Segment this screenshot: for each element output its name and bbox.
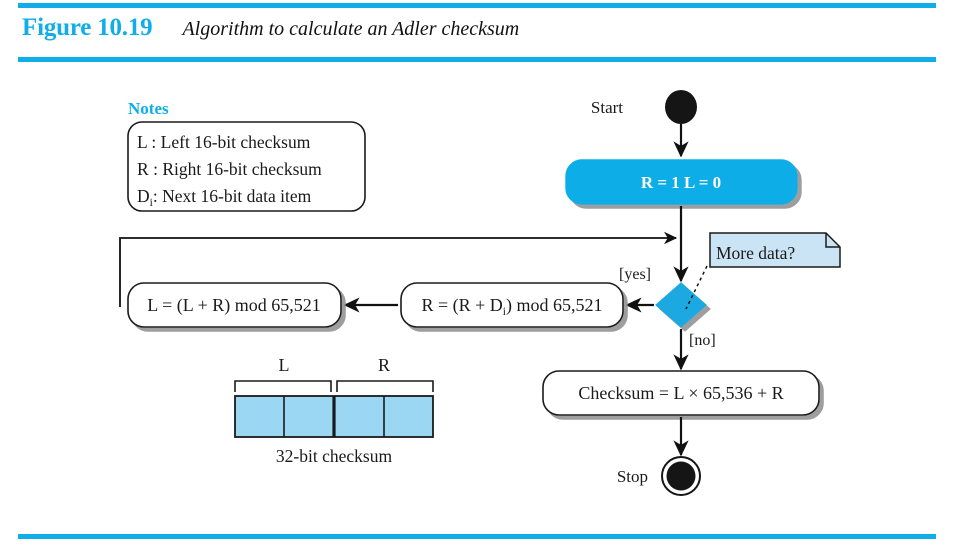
note-anchor-line — [685, 265, 708, 310]
edge-loop-back — [119, 231, 678, 307]
checksum-bar-caption: 32-bit checksum — [276, 446, 393, 466]
final-checksum-label: Checksum = L × 65,536 + R — [578, 383, 783, 403]
checksum-bracket-left — [234, 380, 332, 392]
update-l-node — [127, 282, 342, 328]
checksum-bar-right-label: R — [378, 355, 390, 375]
notes-line-3: Di: Next 16-bit data item — [137, 186, 312, 209]
guard-yes-label: [yes] — [619, 266, 651, 283]
stop-node — [661, 456, 701, 496]
decision-node — [655, 282, 707, 328]
notes-line-1: L : Left 16-bit checksum — [137, 132, 311, 152]
update-r-label: R = (R + Di) mod 65,521 — [421, 295, 602, 318]
init-node-label: R = 1 L = 0 — [641, 173, 721, 192]
notes-line-2: R : Right 16-bit checksum — [137, 159, 322, 179]
final-checksum-node — [542, 370, 820, 416]
figure-header: Figure 10.19 Algorithm to calculate an A… — [22, 14, 519, 48]
notes-box: L : Left 16-bit checksum R : Right 16-bi… — [127, 121, 366, 212]
checksum-bar-left-label: L — [279, 355, 290, 375]
header-divider-rule — [18, 57, 936, 62]
figure-number-label: Figure 10.19 — [22, 14, 153, 41]
stop-label: Stop — [617, 467, 648, 486]
more-data-note: More data? — [685, 232, 841, 310]
figure-caption: Algorithm to calculate an Adler checksum — [182, 18, 520, 40]
update-r-node — [400, 282, 624, 328]
start-node — [665, 90, 697, 124]
init-node — [565, 159, 798, 205]
start-label: Start — [591, 98, 623, 117]
update-l-label: L = (L + R) mod 65,521 — [147, 295, 320, 316]
notes-heading: Notes — [128, 99, 169, 118]
checksum-bracket-right — [336, 380, 434, 392]
checksum-bar-diagram: L R 32-bit checksum — [234, 355, 434, 466]
guard-no-label: [no] — [689, 332, 716, 349]
more-data-note-text: More data? — [716, 243, 795, 263]
top-rule — [18, 3, 936, 8]
bottom-rule — [18, 534, 936, 539]
